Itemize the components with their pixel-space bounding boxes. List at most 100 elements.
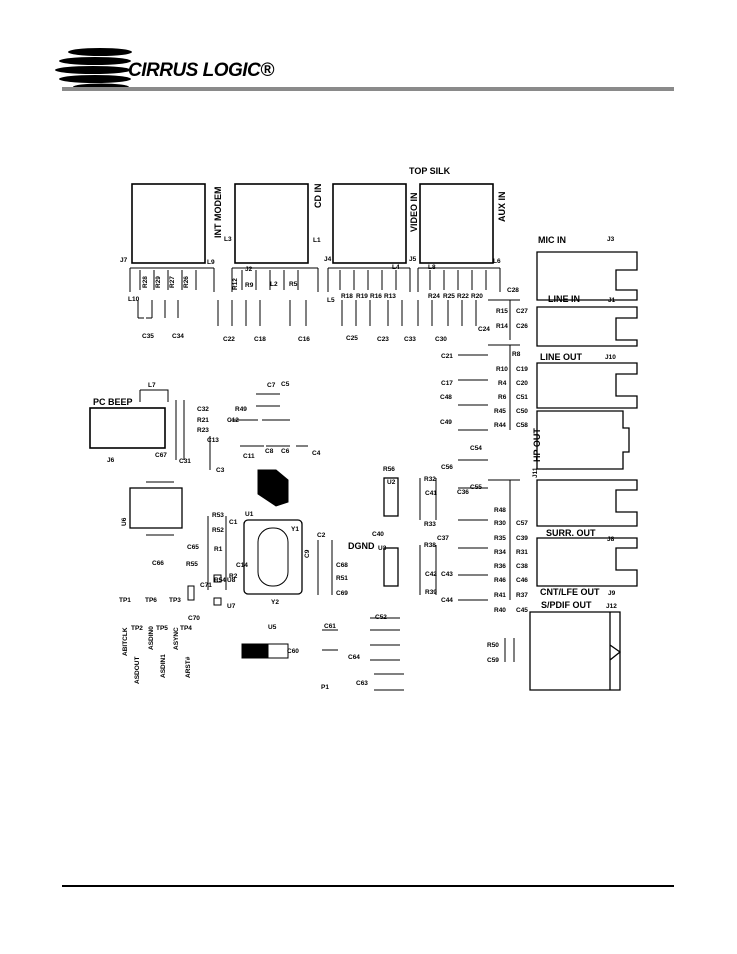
ref-c21: C21: [441, 353, 453, 360]
ref-c30: C30: [435, 336, 447, 343]
ref-c6: C6: [281, 448, 290, 455]
ref-c16: C16: [298, 336, 310, 343]
ref-c64: C64: [348, 654, 360, 661]
ref-c61: C61: [324, 623, 336, 630]
ref-l5: L5: [327, 297, 335, 304]
jack-ref-j11: J11: [532, 467, 539, 478]
ref-r22: R22: [457, 293, 469, 300]
ref-j5: J5: [409, 256, 417, 263]
ref-r4: R4: [498, 380, 507, 387]
ref-tp5: TP5: [156, 625, 168, 632]
jack-label-mic-in: MIC IN: [538, 235, 566, 245]
net-asdout: ASDOUT: [134, 657, 141, 684]
ref-c60: C60: [287, 648, 299, 655]
ref-l7: L7: [148, 382, 156, 389]
ref-c26: C26: [516, 323, 528, 330]
ref-r13: R13: [384, 293, 396, 300]
ref-c17: C17: [441, 380, 453, 387]
ref-u5: U5: [268, 624, 277, 631]
ref-c5: C5: [281, 381, 290, 388]
ref-r45: R45: [494, 408, 506, 415]
page-header: CIRRUS LOGIC®: [0, 0, 737, 95]
ref-c35: C35: [142, 333, 154, 340]
ref-r30: R30: [494, 520, 506, 527]
ref-l10: L10: [128, 296, 140, 303]
ref-j2: J2: [245, 266, 253, 273]
ref-u7: U7: [227, 603, 236, 610]
ref-r34: R34: [494, 549, 506, 556]
ref-r25: R25: [443, 293, 455, 300]
jack-label-line-in: LINE IN: [548, 294, 580, 304]
ref-c44: C44: [441, 597, 453, 604]
ref-c48: C48: [440, 394, 452, 401]
ref-c65: C65: [187, 544, 199, 551]
ref-r14: R14: [496, 323, 508, 330]
connector-label-video-in: VIDEO IN: [409, 192, 419, 232]
ref-c12: C12: [227, 417, 239, 424]
ref-l9: L9: [207, 259, 215, 266]
ref-c22: C22: [223, 336, 235, 343]
jack-label-spdif-out: S/PDIF OUT: [541, 600, 592, 610]
ref-c33: C33: [404, 336, 416, 343]
ref-r28: R28: [142, 276, 149, 288]
ref-c23: C23: [377, 336, 389, 343]
ref-c24: C24: [478, 326, 490, 333]
ref-u2: U2: [387, 479, 396, 486]
ref-r40: R40: [494, 607, 506, 614]
ref-c40: C40: [372, 531, 384, 538]
jack-ref-j3: J3: [607, 236, 615, 243]
ref-r50: R50: [487, 642, 499, 649]
ref-c66: C66: [152, 560, 164, 567]
ref-l2: L2: [270, 281, 278, 288]
ref-r5: R5: [289, 281, 298, 288]
ref-r2: R2: [229, 573, 238, 580]
ref-r54: R54: [214, 577, 226, 584]
ref-tp2: TP2: [131, 625, 143, 632]
ref-c43: C43: [441, 571, 453, 578]
ref-c31: C31: [179, 458, 191, 465]
net-asdin0: ASDIN0: [148, 626, 155, 650]
connector-label-int-modem: INT MODEM: [213, 187, 223, 239]
ref-c59: C59: [487, 657, 499, 664]
ref-r10: R10: [496, 366, 508, 373]
ref-r31: R31: [516, 549, 528, 556]
jack-ref-j8: J8: [607, 536, 615, 543]
ref-c70: C70: [188, 615, 200, 622]
ref-r35: R35: [494, 535, 506, 542]
ref-y2: Y2: [271, 599, 279, 606]
ref-tp6: TP6: [145, 597, 157, 604]
jack-label-cnt-lfe-out: CNT/LFE OUT: [540, 587, 600, 597]
connector-label-aux-in: AUX IN: [497, 191, 507, 222]
logo-wordmark: CIRRUS LOGIC®: [128, 60, 274, 81]
ref-r20: R20: [471, 293, 483, 300]
ref-r44: R44: [494, 422, 506, 429]
ref-c68: C68: [336, 562, 348, 569]
ref-r27: R27: [169, 276, 176, 288]
ref-c27: C27: [516, 308, 528, 315]
ref-c11: C11: [243, 453, 255, 460]
ref-tp4: TP4: [180, 625, 192, 632]
ref-r12: R12: [232, 278, 239, 290]
ref-c19: C19: [516, 366, 528, 373]
ref-r56: R56: [383, 466, 395, 473]
ref-r29: R29: [155, 276, 162, 288]
ref-r6: R6: [498, 394, 507, 401]
ref-c20: C20: [516, 380, 528, 387]
ref-c37: C37: [437, 535, 449, 542]
ref-r19: R19: [356, 293, 368, 300]
ref-c56: C56: [441, 464, 453, 471]
ref-c71: C71: [200, 582, 212, 589]
ref-j4: J4: [324, 256, 332, 263]
ref-r26: R26: [183, 276, 190, 288]
ref-c54: C54: [470, 445, 482, 452]
ref-c55: C55: [470, 484, 482, 491]
ref-r18: R18: [341, 293, 353, 300]
pc-beep-ref-j6: J6: [107, 457, 115, 464]
ref-c18: C18: [254, 336, 266, 343]
ref-c57: C57: [516, 520, 528, 527]
ref-r53: R53: [212, 512, 224, 519]
ref-u3: U3: [378, 545, 387, 552]
net-asdin1: ASDIN1: [160, 654, 167, 678]
ref-c7: C7: [267, 382, 276, 389]
ref-c13: C13: [207, 437, 219, 444]
